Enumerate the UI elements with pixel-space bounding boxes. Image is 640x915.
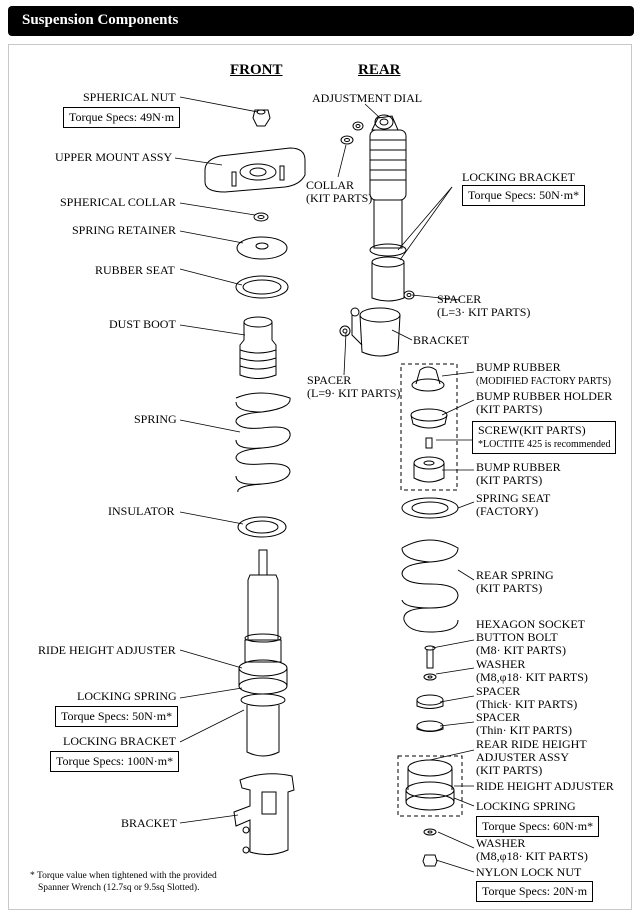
spherical-nut-part (252, 109, 271, 127)
spacer-thin-label: SPACER(Thin· KIT PARTS) (476, 710, 572, 737)
rear-spring-label: REAR SPRING(KIT PARTS) (476, 568, 554, 595)
rear-collar-part (340, 121, 364, 145)
rear-spring-part (401, 539, 459, 633)
front-bracket-part (233, 773, 295, 856)
bump-rubber-kit-label: BUMP RUBBER(KIT PARTS) (476, 460, 561, 487)
rear-shock-body-part (369, 114, 407, 302)
insulator-label: INSULATOR (108, 504, 175, 518)
spacer-9-label: SPACER(L=9· KIT PARTS) (307, 373, 401, 400)
nylon-lock-nut-torque-box: Torque Specs: 20N·m (476, 881, 594, 902)
rear-locking-bracket-torque-box: Torque Specs: 50N·m* (462, 185, 586, 206)
washer-1-label: WASHER(M8,φ18· KIT PARTS) (476, 657, 588, 684)
front-leader-lines (174, 96, 259, 824)
rear-ride-height-adjuster-label: RIDE HEIGHT ADJUSTER (476, 779, 614, 793)
washer-2-part (423, 828, 437, 836)
rear-locking-bracket-label: LOCKING BRACKET (462, 170, 575, 184)
bump-rubber-modified-part (411, 366, 445, 392)
spherical-nut-label: SPHERICAL NUT (83, 90, 176, 104)
bump-rubber-kit-part (413, 456, 445, 483)
nylon-lock-nut-label: NYLON LOCK NUT (476, 865, 582, 879)
rear-heading: REAR (358, 62, 401, 78)
rear-locking-spring-label: LOCKING SPRING (476, 799, 576, 813)
front-heading: FRONT (230, 62, 283, 78)
rear-ride-height-adjuster-part (397, 755, 463, 817)
rear-spacer-3-part (403, 290, 415, 300)
ride-height-adjuster-label: RIDE HEIGHT ADJUSTER (38, 643, 176, 657)
rubber-seat-label: RUBBER SEAT (95, 263, 175, 277)
rubber-seat-part (235, 275, 289, 299)
front-shock-body-part (238, 549, 288, 757)
front-bracket-label: BRACKET (121, 816, 178, 830)
page-title: Suspension Components (22, 12, 179, 28)
spring-seat-part (401, 497, 459, 519)
nylon-lock-nut-part (422, 854, 438, 867)
spherical-collar-part (253, 212, 269, 222)
dust-boot-label: DUST BOOT (109, 317, 176, 331)
insulator-part (237, 516, 287, 538)
rear-spacer-9-part (339, 325, 351, 337)
washer-2-label: WASHER(M8,φ18· KIT PARTS) (476, 836, 588, 863)
locking-bracket-torque-box: Torque Specs: 100N·m* (50, 751, 180, 772)
locking-spring-label: LOCKING SPRING (77, 689, 177, 703)
title-bar: Suspension Components (8, 6, 634, 36)
spring-label: SPRING (134, 412, 177, 426)
rear-locking-spring-torque-box: Torque Specs: 60N·m* (476, 816, 600, 837)
spacer-thin-part (416, 720, 444, 732)
torque-footnote: * Torque value when tightened with the p… (30, 871, 217, 893)
washer-1-part (423, 673, 437, 681)
diagram-frame (8, 44, 632, 910)
rear-bracket-part (350, 307, 401, 357)
locking-spring-torque-box: Torque Specs: 50N·m* (55, 706, 179, 727)
upper-mount-part (204, 147, 306, 193)
front-spring-part (235, 392, 291, 493)
bump-rubber-holder-label: BUMP RUBBER HOLDER(KIT PARTS) (476, 389, 613, 416)
spring-retainer-part (236, 236, 288, 260)
rear-bracket-label: BRACKET (413, 333, 470, 347)
spacer-thick-label: SPACER(Thick· KIT PARTS) (476, 684, 578, 711)
bump-rubber-group-box (400, 363, 458, 491)
locking-bracket-label: LOCKING BRACKET (63, 734, 176, 748)
spacer-3-label: SPACER(L=3· KIT PARTS) (437, 292, 531, 319)
upper-mount-label: UPPER MOUNT ASSY (55, 150, 173, 164)
spring-seat-label: SPRING SEAT(FACTORY) (476, 491, 551, 518)
rear-leader-lines (337, 103, 475, 873)
hex-bolt-part (424, 645, 436, 669)
adjustment-dial-label: ADJUSTMENT DIAL (312, 91, 423, 105)
bump-rubber-holder-part (410, 408, 448, 429)
screw-part (425, 437, 433, 449)
bump-rubber-modified-label: BUMP RUBBER(MODIFIED FACTORY PARTS) (476, 360, 611, 388)
screw-box: SCREW(KIT PARTS)*LOCTITE 425 is recommen… (472, 421, 617, 454)
dust-boot-part (239, 316, 277, 379)
spherical-collar-label: SPHERICAL COLLAR (60, 195, 176, 209)
collar-label: COLLAR(KIT PARTS) (306, 178, 373, 205)
spacer-thick-part (416, 694, 444, 709)
spring-retainer-label: SPRING RETAINER (72, 223, 177, 237)
spherical-nut-torque-box: Torque Specs: 49N·m (63, 107, 181, 128)
